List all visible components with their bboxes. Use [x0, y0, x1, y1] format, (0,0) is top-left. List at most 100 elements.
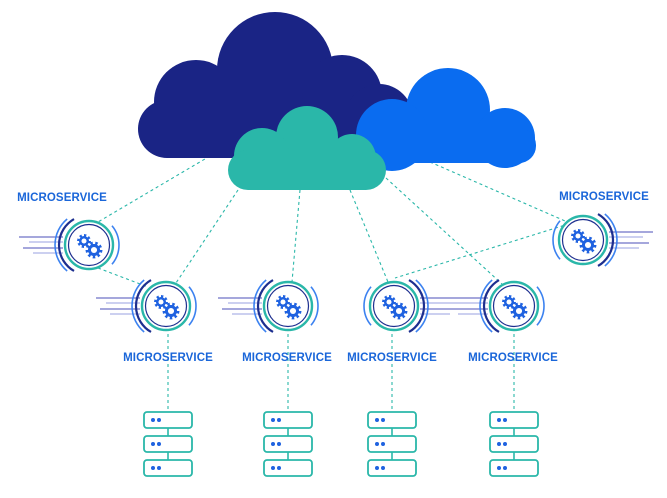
gear-icon — [162, 302, 180, 320]
arc — [54, 218, 68, 272]
server-led — [503, 418, 507, 422]
gears-icon — [154, 295, 180, 320]
server-led — [277, 466, 281, 470]
microservice-label: MICROSERVICE — [559, 191, 649, 203]
connector-lines — [97, 155, 576, 412]
server-led — [503, 466, 507, 470]
gear-icon — [85, 241, 103, 259]
gear-icon — [390, 302, 408, 320]
motion-lines — [19, 236, 63, 254]
node-ring — [63, 219, 115, 271]
node-ring — [557, 214, 609, 266]
node-inner-ring — [561, 218, 605, 262]
server-led — [503, 442, 507, 446]
gears-icon — [77, 234, 103, 259]
node-inner-ring — [144, 284, 188, 328]
arc — [552, 220, 561, 260]
node-ring — [368, 280, 420, 332]
gears-icon — [502, 295, 528, 320]
server-icon — [367, 411, 417, 477]
server-led — [151, 418, 155, 422]
gear-icon — [382, 295, 396, 309]
server-led — [271, 442, 275, 446]
server-led — [497, 442, 501, 446]
gear-icon — [579, 236, 597, 254]
server-led — [497, 418, 501, 422]
microservice-node — [96, 279, 197, 333]
gears-icon — [571, 229, 597, 254]
cloud-teal — [228, 106, 386, 190]
connector-line — [175, 189, 239, 284]
server-led — [277, 418, 281, 422]
server-led — [375, 418, 379, 422]
server-led — [277, 442, 281, 446]
arc — [415, 279, 429, 333]
microservice-node — [552, 213, 653, 267]
motion-lines — [96, 297, 140, 315]
microservice-label: MICROSERVICE — [347, 352, 437, 364]
server-led — [271, 466, 275, 470]
arc — [408, 279, 426, 333]
node-inner-ring — [372, 284, 416, 328]
server-led — [497, 466, 501, 470]
server-led — [157, 466, 161, 470]
gear-icon — [510, 302, 528, 320]
node-inner-ring — [492, 284, 536, 328]
server-led — [151, 466, 155, 470]
arc — [604, 213, 618, 267]
gear-icon — [276, 295, 290, 309]
arc — [482, 279, 500, 333]
cloud-icon — [356, 68, 536, 171]
arc — [536, 286, 545, 326]
gear-icon — [284, 302, 302, 320]
microservice-label: MICROSERVICE — [242, 352, 332, 364]
server-led — [271, 418, 275, 422]
server-led — [375, 442, 379, 446]
microservice-nodes — [19, 213, 653, 333]
gear-icon — [154, 295, 168, 309]
server-icon — [489, 411, 539, 477]
node-ring — [140, 280, 192, 332]
motion-lines — [218, 297, 262, 315]
node-ring — [262, 280, 314, 332]
microservice-node — [218, 279, 319, 333]
connector-line — [385, 177, 503, 285]
server-led — [157, 442, 161, 446]
microservice-node — [363, 279, 464, 333]
node-ring — [488, 280, 540, 332]
arc — [597, 213, 615, 267]
gear-icon — [502, 295, 516, 309]
arc — [363, 286, 372, 326]
server-icon — [263, 411, 313, 477]
connector-line — [429, 161, 573, 225]
gear-icon — [77, 234, 91, 248]
server-led — [381, 418, 385, 422]
connector-line — [394, 221, 576, 279]
motion-lines — [444, 297, 488, 315]
microservice-label: MICROSERVICE — [468, 352, 558, 364]
server-stacks — [143, 411, 539, 477]
server-led — [157, 418, 161, 422]
connector-line — [349, 189, 389, 283]
microservice-label: MICROSERVICE — [123, 352, 213, 364]
arc — [111, 225, 120, 265]
server-led — [381, 442, 385, 446]
motion-lines — [420, 297, 464, 315]
server-led — [375, 466, 379, 470]
microservice-node — [444, 279, 545, 333]
microservice-node — [19, 218, 120, 272]
server-led — [381, 466, 385, 470]
arc — [253, 279, 267, 333]
microservice-labels: MICROSERVICE MICROSERVICE MICROSERVICE MICR… — [17, 191, 649, 364]
server-led — [151, 442, 155, 446]
server-icon — [143, 411, 193, 477]
arc — [57, 218, 75, 272]
arc — [134, 279, 152, 333]
gears-icon — [382, 295, 408, 320]
microservice-label: MICROSERVICE — [17, 192, 107, 204]
gears-icon — [276, 295, 302, 320]
cloud-blue — [356, 68, 536, 171]
connector-line — [291, 189, 301, 283]
node-inner-ring — [67, 223, 111, 267]
